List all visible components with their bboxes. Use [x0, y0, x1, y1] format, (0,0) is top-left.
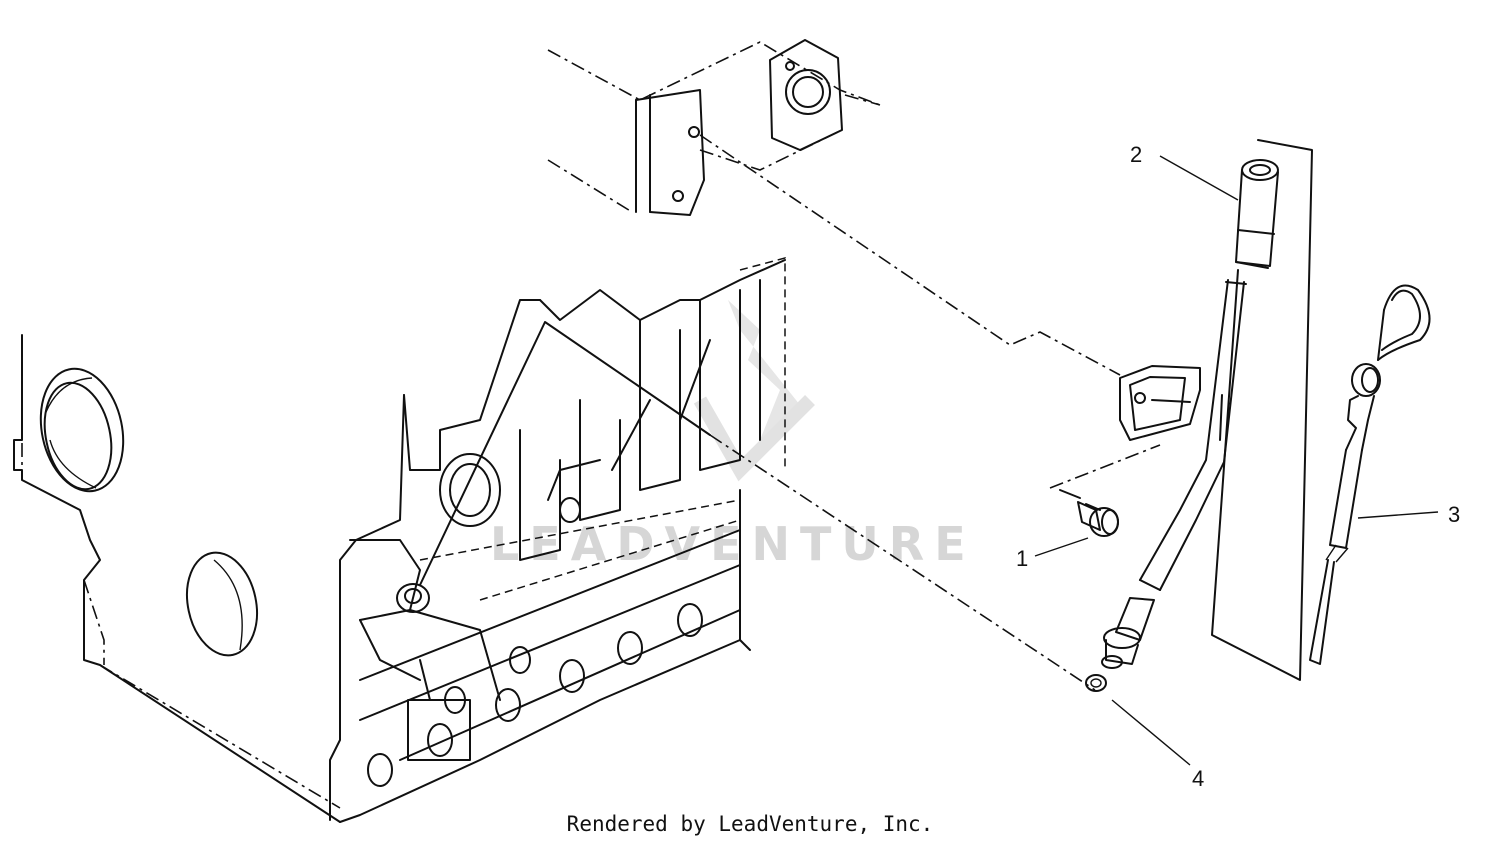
watermark-logo: LEADVENTURE	[490, 300, 976, 571]
dipstick	[1309, 284, 1431, 665]
block-bolt-bosses	[367, 497, 703, 787]
cap-screw	[1059, 489, 1119, 537]
engine-block	[13, 257, 786, 823]
callout-1: 1	[1016, 546, 1028, 571]
assembly-leader-lines	[419, 134, 1121, 691]
render-credit: Rendered by LeadVenture, Inc.	[566, 812, 934, 836]
callout-3: 3	[1448, 502, 1460, 527]
callout-4: 4	[1192, 766, 1204, 791]
mounting-bracket	[1049, 365, 1201, 489]
o-ring	[1085, 674, 1107, 692]
callout-2: 2	[1130, 142, 1142, 167]
dipstick-tube	[1101, 139, 1313, 681]
watermark-text: LEADVENTURE	[490, 517, 976, 571]
dipstick-bore	[396, 583, 430, 613]
callout-leaders	[1034, 155, 1439, 766]
upper-cover-bracket	[547, 39, 881, 216]
